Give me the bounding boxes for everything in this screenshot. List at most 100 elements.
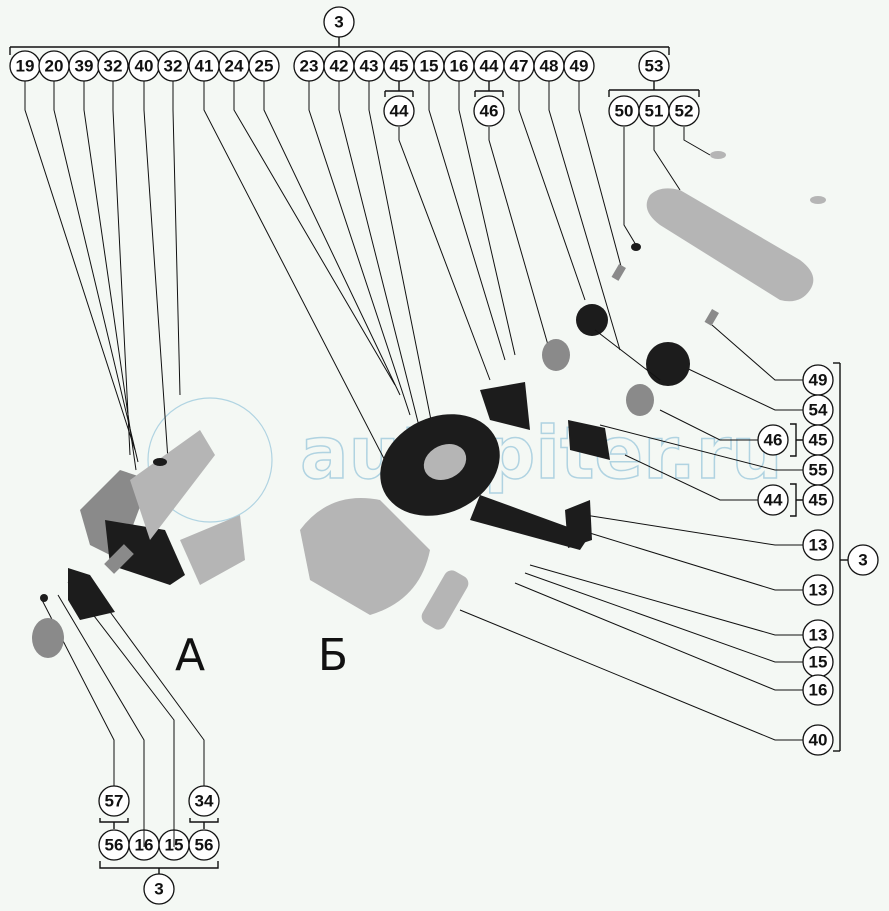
callout-top-16[interactable]: 47 [503, 50, 535, 82]
svg-text:46: 46 [480, 102, 499, 121]
svg-text:56: 56 [105, 836, 124, 855]
shield-plate [180, 515, 245, 585]
svg-text:49: 49 [570, 57, 589, 76]
callout-3-right[interactable]: 3 [847, 544, 879, 576]
callout-top-4[interactable]: 40 [128, 50, 160, 82]
svg-text:55: 55 [809, 461, 828, 480]
bearing-flange-b1 [480, 382, 530, 430]
callout-right-9[interactable]: 16 [802, 674, 834, 706]
bearing-flange-a [68, 568, 115, 620]
spacer-49b [704, 308, 719, 326]
view-label-a: А [175, 630, 205, 681]
callout-top-15[interactable]: 44 [473, 50, 505, 82]
callout-53-sub-2[interactable]: 52 [668, 95, 700, 127]
callout-46-side[interactable]: 46 [757, 424, 789, 456]
bearing-a [32, 618, 64, 658]
svg-text:3: 3 [154, 880, 163, 899]
bolt-a [153, 458, 167, 466]
tube-housing [130, 430, 215, 540]
svg-text:15: 15 [420, 57, 439, 76]
callout-right-6[interactable]: 13 [802, 574, 834, 606]
bolt-52b [810, 196, 826, 204]
callout-top-14[interactable]: 16 [443, 50, 475, 82]
svg-text:49: 49 [809, 371, 828, 390]
callout-3-top[interactable]: 3 [323, 6, 355, 38]
watermark: autopiter.ru [147, 397, 783, 523]
svg-text:41: 41 [195, 57, 214, 76]
pin-40 [421, 570, 469, 630]
svg-text:34: 34 [195, 792, 214, 811]
svg-text:25: 25 [255, 57, 274, 76]
svg-text:40: 40 [809, 731, 828, 750]
callout-top-5[interactable]: 32 [157, 50, 189, 82]
svg-text:19: 19 [16, 57, 35, 76]
callout-top-3[interactable]: 32 [97, 50, 129, 82]
svg-text:56: 56 [195, 836, 214, 855]
svg-text:24: 24 [225, 57, 244, 76]
callout-top-7[interactable]: 24 [218, 50, 250, 82]
bracket-plate [80, 470, 150, 560]
svg-text:32: 32 [164, 57, 183, 76]
svg-text:45: 45 [809, 491, 828, 510]
svg-text:39: 39 [75, 57, 94, 76]
callout-44-side[interactable]: 44 [757, 484, 789, 516]
washer-a [40, 594, 48, 602]
view-label-b: Б [318, 630, 348, 681]
callout-right-4[interactable]: 45 [802, 484, 834, 516]
callout-53-sub-0[interactable]: 50 [608, 95, 640, 127]
callout-34[interactable]: 34 [188, 785, 220, 817]
svg-text:44: 44 [390, 102, 409, 121]
callout-top-11[interactable]: 43 [353, 50, 385, 82]
callout-top-6[interactable]: 41 [188, 50, 220, 82]
callout-right-5[interactable]: 13 [802, 529, 834, 561]
svg-text:54: 54 [809, 401, 828, 420]
callout-right-2[interactable]: 45 [802, 424, 834, 456]
callout-top-18[interactable]: 49 [563, 50, 595, 82]
callout-bottom-3[interactable]: 56 [188, 829, 220, 861]
callout-right-0[interactable]: 49 [802, 364, 834, 396]
callout-right-10[interactable]: 40 [802, 724, 834, 756]
svg-text:32: 32 [104, 57, 123, 76]
callout-right-1[interactable]: 54 [802, 394, 834, 426]
callout-44-sub[interactable]: 44 [383, 95, 415, 127]
svg-text:57: 57 [105, 792, 124, 811]
bearing-b2 [626, 384, 654, 416]
callout-top-1[interactable]: 20 [38, 50, 70, 82]
callout-top-8[interactable]: 25 [248, 50, 280, 82]
svg-text:46: 46 [764, 431, 783, 450]
callout-right-3[interactable]: 55 [802, 454, 834, 486]
spacer-49 [611, 263, 626, 281]
shaft [104, 544, 134, 574]
plate-13 [565, 500, 592, 548]
callout-53-sub-1[interactable]: 51 [638, 95, 670, 127]
bolt-52 [710, 151, 726, 159]
callout-top-2[interactable]: 39 [68, 50, 100, 82]
svg-text:45: 45 [390, 57, 409, 76]
sprocket-large [646, 342, 690, 386]
callout-top-13[interactable]: 15 [413, 50, 445, 82]
callout-top-10[interactable]: 42 [323, 50, 355, 82]
callout-53[interactable]: 53 [638, 50, 670, 82]
callout-right-7[interactable]: 13 [802, 619, 834, 651]
svg-text:44: 44 [480, 57, 499, 76]
assembly-a [32, 430, 245, 658]
bearing-b1 [542, 339, 570, 371]
callout-top-9[interactable]: 23 [293, 50, 325, 82]
leader-lines [24, 81, 803, 847]
svg-text:43: 43 [360, 57, 379, 76]
callout-right-8[interactable]: 15 [802, 646, 834, 678]
callout-3-bottom[interactable]: 3 [143, 873, 175, 905]
callout-top-0[interactable]: 19 [9, 50, 41, 82]
callout-57[interactable]: 57 [98, 785, 130, 817]
callout-46-sub[interactable]: 46 [473, 95, 505, 127]
chain [594, 329, 661, 381]
svg-text:47: 47 [510, 57, 529, 76]
callout-bottom-0[interactable]: 56 [98, 829, 130, 861]
callout-top-12[interactable]: 45 [383, 50, 415, 82]
svg-text:16: 16 [809, 681, 828, 700]
svg-text:13: 13 [809, 581, 828, 600]
callout-top-17[interactable]: 48 [533, 50, 565, 82]
